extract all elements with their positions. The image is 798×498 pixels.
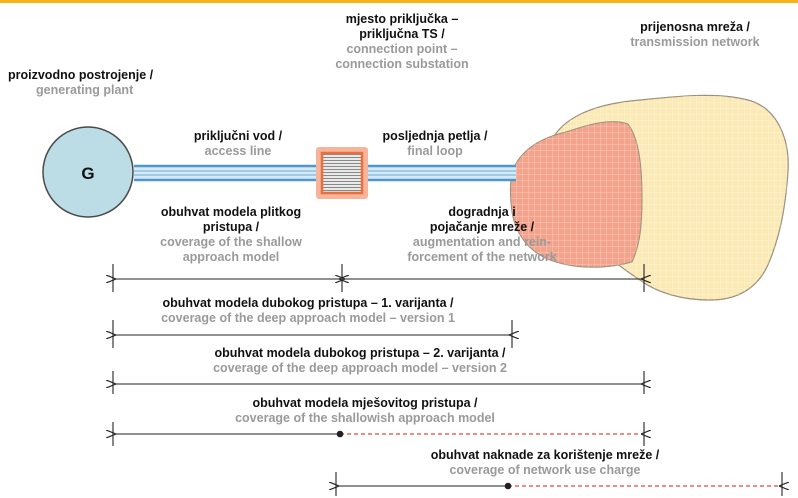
use-charge-en: coverage of network use charge	[449, 463, 641, 477]
label-augmentation: dogradnja i pojačanje mreže / augmentati…	[372, 205, 592, 265]
label-shallowish: obuhvat modela mješovitog pristupa / cov…	[200, 396, 530, 426]
label-transmission-network: prijenosna mreža / transmission network	[610, 20, 780, 50]
final-loop-grid-texture	[510, 121, 642, 268]
access-line-hr: priključni vod /	[193, 129, 283, 143]
shallow-en-1: coverage of the shallow	[160, 235, 302, 249]
generating-plant-en: generating plant	[36, 83, 134, 97]
label-generating-plant: proizvodno postrojenje / generating plan…	[8, 68, 208, 98]
deep-v2-en: coverage of the deep approach model – ve…	[213, 361, 507, 375]
augmentation-en-2: forcement of the network	[407, 250, 557, 264]
shallowish-hr: obuhvat modela mješovitog pristupa /	[252, 396, 478, 410]
access-line	[134, 164, 320, 182]
transmission-network-hr: prijenosna mreža /	[640, 20, 750, 34]
label-connection-point: mjesto priključka – priključna TS / conn…	[302, 12, 502, 72]
label-access-line: priključni vod / access line	[158, 129, 318, 159]
label-shallow-model: obuhvat modela plitkog pristupa / covera…	[126, 205, 336, 265]
generator-letter: G	[81, 164, 94, 183]
label-deep-v1: obuhvat modela dubokog pristupa – 1. var…	[118, 296, 498, 326]
transmission-network-en: transmission network	[630, 35, 760, 49]
substation-box	[320, 151, 364, 195]
augmentation-hr-2: pojačanje mreže /	[429, 220, 535, 234]
augmentation-hr-1: dogradnja i	[448, 205, 516, 219]
shallow-en-2: approach model	[182, 250, 280, 264]
label-deep-v2: obuhvat modela dubokog pristupa – 2. var…	[160, 346, 560, 376]
generating-plant-hr: proizvodno postrojenje /	[8, 68, 154, 82]
connection-point-hr-2: priključna TS /	[359, 27, 445, 41]
final-loop-line	[364, 164, 516, 182]
connection-point-en-1: connection point –	[346, 42, 458, 56]
shallow-hr-1: obuhvat modela plitkog	[160, 205, 302, 219]
connection-point-en-2: connection substation	[335, 57, 469, 71]
final-loop-en: final loop	[407, 144, 463, 158]
augmentation-en-1: augmentation and rein-	[412, 235, 552, 249]
arrow-use-charge	[338, 483, 780, 490]
label-final-loop: posljednja petlja / final loop	[360, 129, 510, 159]
arrow-shallowish	[115, 431, 642, 438]
shallow-hr-2: pristupa /	[202, 220, 260, 234]
deep-v2-hr: obuhvat modela dubokog pristupa – 2. var…	[214, 346, 506, 360]
shallowish-split-dot	[336, 430, 344, 438]
final-loop-hr: posljednja petlja /	[382, 129, 488, 143]
top-accent-bar	[0, 0, 798, 3]
generator-circle	[42, 126, 134, 218]
deep-v1-hr: obuhvat modela dubokog pristupa – 1. var…	[162, 296, 454, 310]
access-line-en: access line	[204, 144, 272, 158]
deep-v1-en: coverage of the deep approach model – ve…	[161, 311, 455, 325]
use-charge-hr: obuhvat naknade za korištenje mreže /	[430, 448, 660, 462]
label-use-charge: obuhvat naknade za korištenje mreže / co…	[380, 448, 710, 478]
shallowish-en: coverage of the shallowish approach mode…	[235, 411, 495, 425]
use-charge-split-dot	[504, 482, 512, 490]
connection-point-hr-1: mjesto priključka –	[345, 12, 459, 26]
